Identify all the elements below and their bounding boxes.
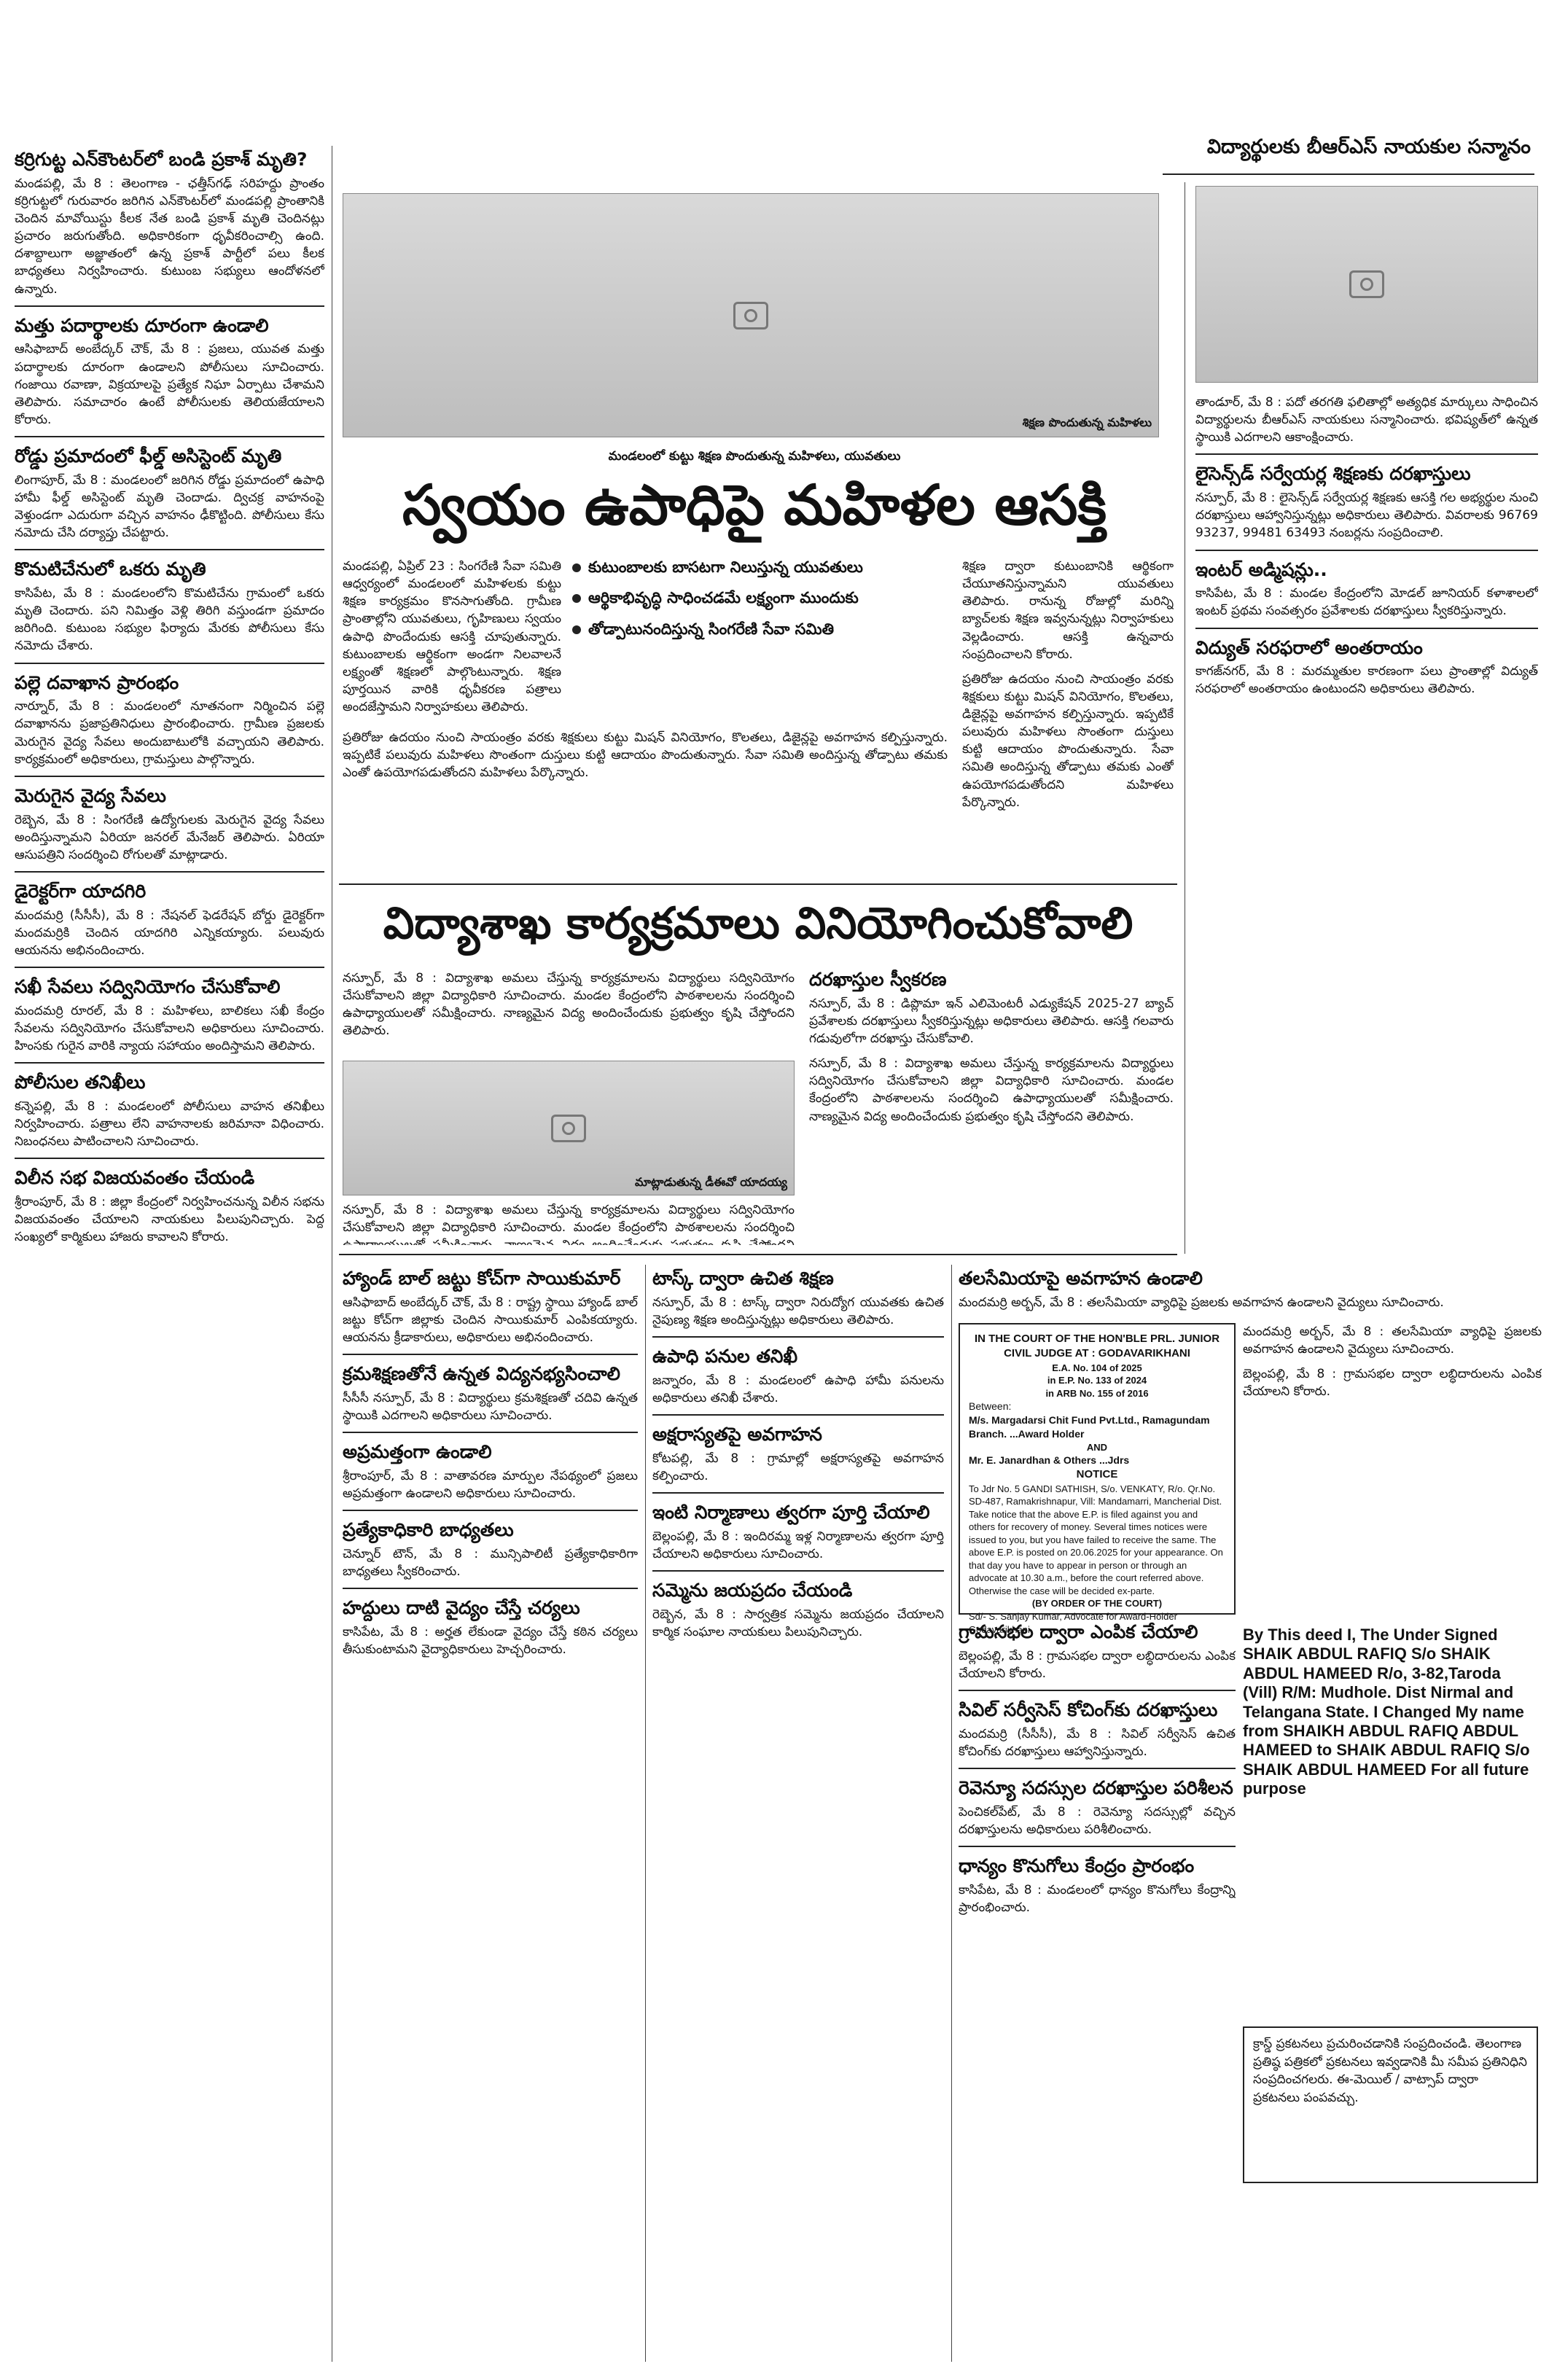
bottom-right-story: రెవెన్యూ సదస్సుల దరఖాస్తుల పరిశీలన పెంచి… [959,1777,1236,1837]
left-story: విలీన సభ విజయవంతం చేయండి శ్రీరాంపూర్, మే… [15,1167,324,1245]
bottom-left-story: హద్దులు దాటి వైద్యం చేస్తే చర్యలు కాసిపే… [343,1597,638,1657]
bottom-mid-story: ఉపాధి పనుల తనిఖీ జన్నారం, మే 8 : మండలంలో… [652,1346,944,1405]
left-story: కొమటిచేనులో ఒకరు మృతి కాసిపేట, మే 8 : మం… [15,558,324,654]
lead-bullet: ఆర్థికాభివృద్ధి సాధించడమే లక్ష్యంగా ముంద… [572,588,951,607]
bottom-right-story: గ్రామసభల ద్వారా ఎంపిక చేయాలి బెల్లంపల్లి… [959,1622,1236,1681]
right-story: విద్యుత్ సరఫరాలో అంతరాయం కాగజ్‌నగర్, మే … [1195,636,1538,697]
bottom-left-story: హ్యాండ్ బాల్ జట్టు కోచ్‌గా సాయికుమార్ ఆస… [343,1268,638,1345]
bottom-right-story: సివిల్ సర్వీసెస్ కోచింగ్‌కు దరఖాస్తులు మ… [959,1699,1236,1759]
right-story: తాండూర్, మే 8 : పదో తరగతి ఫలితాల్లో అత్య… [1195,395,1538,445]
lead-bullet: కుటుంబాలకు బాసటగా నిలుస్తున్న యువతులు [572,558,951,577]
bottom-left-story: ప్రత్యేకాధికారి బాధ్యతలు చెన్నూర్ టౌన్, … [343,1519,638,1579]
case-number: in E.P. No. 133 of 2024 [1047,1375,1147,1386]
bottom-right-title: తలసేమియాపై అవగాహన ఉండాలి [959,1268,1203,1289]
left-story: మెరుగైన వైద్య సేవలు రెబ్బెన, మే 8 : సింగ… [15,784,324,862]
petitioner: M/s. Margadarsi Chit Fund Pvt.Ltd., Rama… [969,1414,1210,1440]
bottom-rule-1 [645,1265,646,2362]
left-story: సఖీ సేవలు సద్వినియోగం చేసుకోవాలి మందమర్ర… [15,976,324,1053]
court-name: IN THE COURT OF THE HON'BLE PRL. JUNIOR … [974,1333,1220,1360]
lead-photo [343,193,1159,437]
case-number: in ARB No. 155 of 2016 [1045,1387,1149,1399]
mid-bottom-rule [339,1254,1177,1255]
left-story: రోడ్డు ప్రమాదంలో ఫీల్డ్ అసిస్టెంట్ మృతి … [15,445,324,541]
mid-story-body-2: నస్పూర్, మే 8 : విద్యాశాఖ అమలు చేస్తున్న… [343,1203,795,1245]
lead-body-col-3: శిక్షణ ద్వారా కుటుంబానికి ఆర్థికంగా చేయూ… [962,559,1174,810]
between-label: Between: [969,1400,1012,1413]
bullet-icon [572,625,581,634]
camera-icon [1349,270,1384,298]
left-story: మత్తు పదార్థాలకు దూరంగా ఉండాలి ఆసిఫాబాద్… [15,314,324,427]
and-label: AND [1086,1441,1108,1453]
right-story: ఇంటర్ అడ్మిషన్లు.. కాసిపేట, మే 8 : మండల … [1195,558,1538,619]
left-column: కర్రిగుట్ట ఎన్‌కౌంటర్‌లో బండి ప్రకాశ్ మృ… [15,149,324,2362]
notice-to: To Jdr No. 5 GANDI SATHISH, S/o. VENKATY… [969,1483,1222,1507]
top-rule [1163,173,1534,175]
right-column: తాండూర్, మే 8 : పదో తరగతి ఫలితాల్లో అత్య… [1195,394,1538,1250]
camera-icon [733,301,768,329]
mid-side-title: దరఖాస్తుల స్వీకరణ [809,969,947,990]
lead-kicker: మండలంలో కుట్టు శిక్షణ పొందుతున్న మహిళలు,… [608,449,901,464]
respondent: Mr. E. Janardhan & Others ...Jdrs [969,1454,1130,1467]
notice-title: NOTICE [1076,1468,1118,1481]
bottom-right-top: తలసేమియాపై అవగాహన ఉండాలి మందమర్రి అర్బన్… [959,1268,1542,1319]
lead-bottom-rule [339,883,1177,885]
bottom-mid-story: ఇంటి నిర్మాణాలు త్వరగా పూర్తి చేయాలి బెల… [652,1502,944,1561]
camera-icon [551,1114,586,1142]
bottom-left-story: అప్రమత్తంగా ఉండాలి శ్రీరాంపూర్, మే 8 : వ… [343,1441,638,1501]
bottom-mid-story: అక్షరాస్యతపై అవగాహన కోటపల్లి, మే 8 : గ్ర… [652,1424,944,1483]
court-notice: IN THE COURT OF THE HON'BLE PRL. JUNIOR … [959,1323,1236,1635]
mid-photo [343,1061,795,1195]
bottom-mid-story: సమ్మెను జయప్రదం చేయండి రెబ్బెన, మే 8 : స… [652,1580,944,1639]
left-story: డైరెక్టర్‌గా యాదగిరి మందమర్రి (సీసీసీ), … [15,880,324,958]
mid-photo-caption: మాట్లాడుతున్న డీఈవో యాదయ్య [634,1175,787,1189]
bottom-mid-story: టాస్క్ ద్వారా ఉచిత శిక్షణ నస్పూర్, మే 8 … [652,1268,944,1327]
bottom-left-column: హ్యాండ్ బాల్ జట్టు కోచ్‌గా సాయికుమార్ ఆస… [343,1268,638,2362]
left-story: పల్లె దవాఖాన ప్రారంభం నార్నూర్, మే 8 : మ… [15,671,324,767]
bottom-right-body: మందమర్రి అర్బన్, మే 8 : తలసేమియా వ్యాధిప… [959,1295,1444,1310]
ad-box: క్రాస్డ్ ప్రకటనలు ప్రచురించడానికి సంప్రద… [1243,2026,1538,2183]
lead-bullet: తోడ్పాటునందిస్తున్న సింగరేణి సేవా సమితి [572,620,951,639]
lead-bullets: కుటుంబాలకు బాసటగా నిలుస్తున్న యువతులు ఆర… [572,558,951,650]
bullet-icon [572,563,581,572]
mid-headline: విద్యాశాఖ కార్యక్రమాలు వినియోగించుకోవాలి [383,898,1133,949]
mid-side-body: నస్పూర్, మే 8 : డిప్లొమా ఇన్ ఎలిమెంటరీ ఎ… [809,996,1174,1046]
lead-body-col-2: ప్రతిరోజు ఉదయం నుంచి సాయంత్రం వరకు శిక్ష… [343,730,948,781]
right-photo [1195,186,1538,383]
bottom-mid-column: టాస్క్ ద్వారా ఉచిత శిక్షణ నస్పూర్, మే 8 … [652,1268,944,2362]
lead-headline: స్వయం ఉపాధిపై మహిళల ఆసక్తి [402,472,1107,537]
bottom-left-story: క్రమశిక్షణతోనే ఉన్నత విద్యనభ్యసించాలి సీ… [343,1363,638,1423]
notice-order: (BY ORDER OF THE COURT) [1031,1598,1163,1610]
top-right-heading: విద్యార్థులకు బీఆర్ఎస్ నాయకుల సన్మానం [1206,136,1531,158]
lead-body-col-1: మండపల్లి, ఏప్రిల్ 23 : సింగరేణి సేవా సమి… [343,559,561,714]
notice-advocate: Sd/- S. Sanjay Kumar, Advocate for Award… [969,1610,1177,1635]
mid-story-body: నస్పూర్, మే 8 : విద్యాశాఖ అమలు చేస్తున్న… [343,971,795,1039]
right-story: లైసెన్స్‌డ్ సర్వేయర్ల శిక్షణకు దరఖాస్తుల… [1195,463,1538,541]
bottom-right-story: ధాన్యం కొనుగోలు కేంద్రం ప్రారంభం కాసిపేట… [959,1855,1236,1915]
left-story: పోలీసుల తనిఖీలు కన్నెపల్లి, మే 8 : మండలం… [15,1072,324,1150]
mid-side: దరఖాస్తుల స్వీకరణ నస్పూర్, మే 8 : డిప్లొ… [809,969,1174,1246]
bottom-right-stories: గ్రామసభల ద్వారా ఎంపిక చేయాలి బెల్లంపల్లి… [959,1622,1236,2362]
case-number: E.A. No. 104 of 2025 [1052,1362,1142,1373]
notice-body: Take notice that the above E.P. is filed… [969,1508,1223,1596]
lead-photo-caption: శిక్షణ పొందుతున్న మహిళలు [1022,415,1152,429]
bullet-icon [572,594,581,604]
mid-side-body: నస్పూర్, మే 8 : విద్యాశాఖ అమలు చేస్తున్న… [809,1056,1174,1124]
deed-notice: By This deed I, The Under Signed SHAIK A… [1243,1626,1530,1798]
bottom-right-story-col: మందమర్రి అర్బన్, మే 8 : తలసేమియా వ్యాధిప… [1243,1324,1542,1400]
bottom-rule-2 [951,1265,952,2362]
left-story: కర్రిగుట్ట ఎన్‌కౌంటర్‌లో బండి ప్రకాశ్ మృ… [15,149,324,297]
